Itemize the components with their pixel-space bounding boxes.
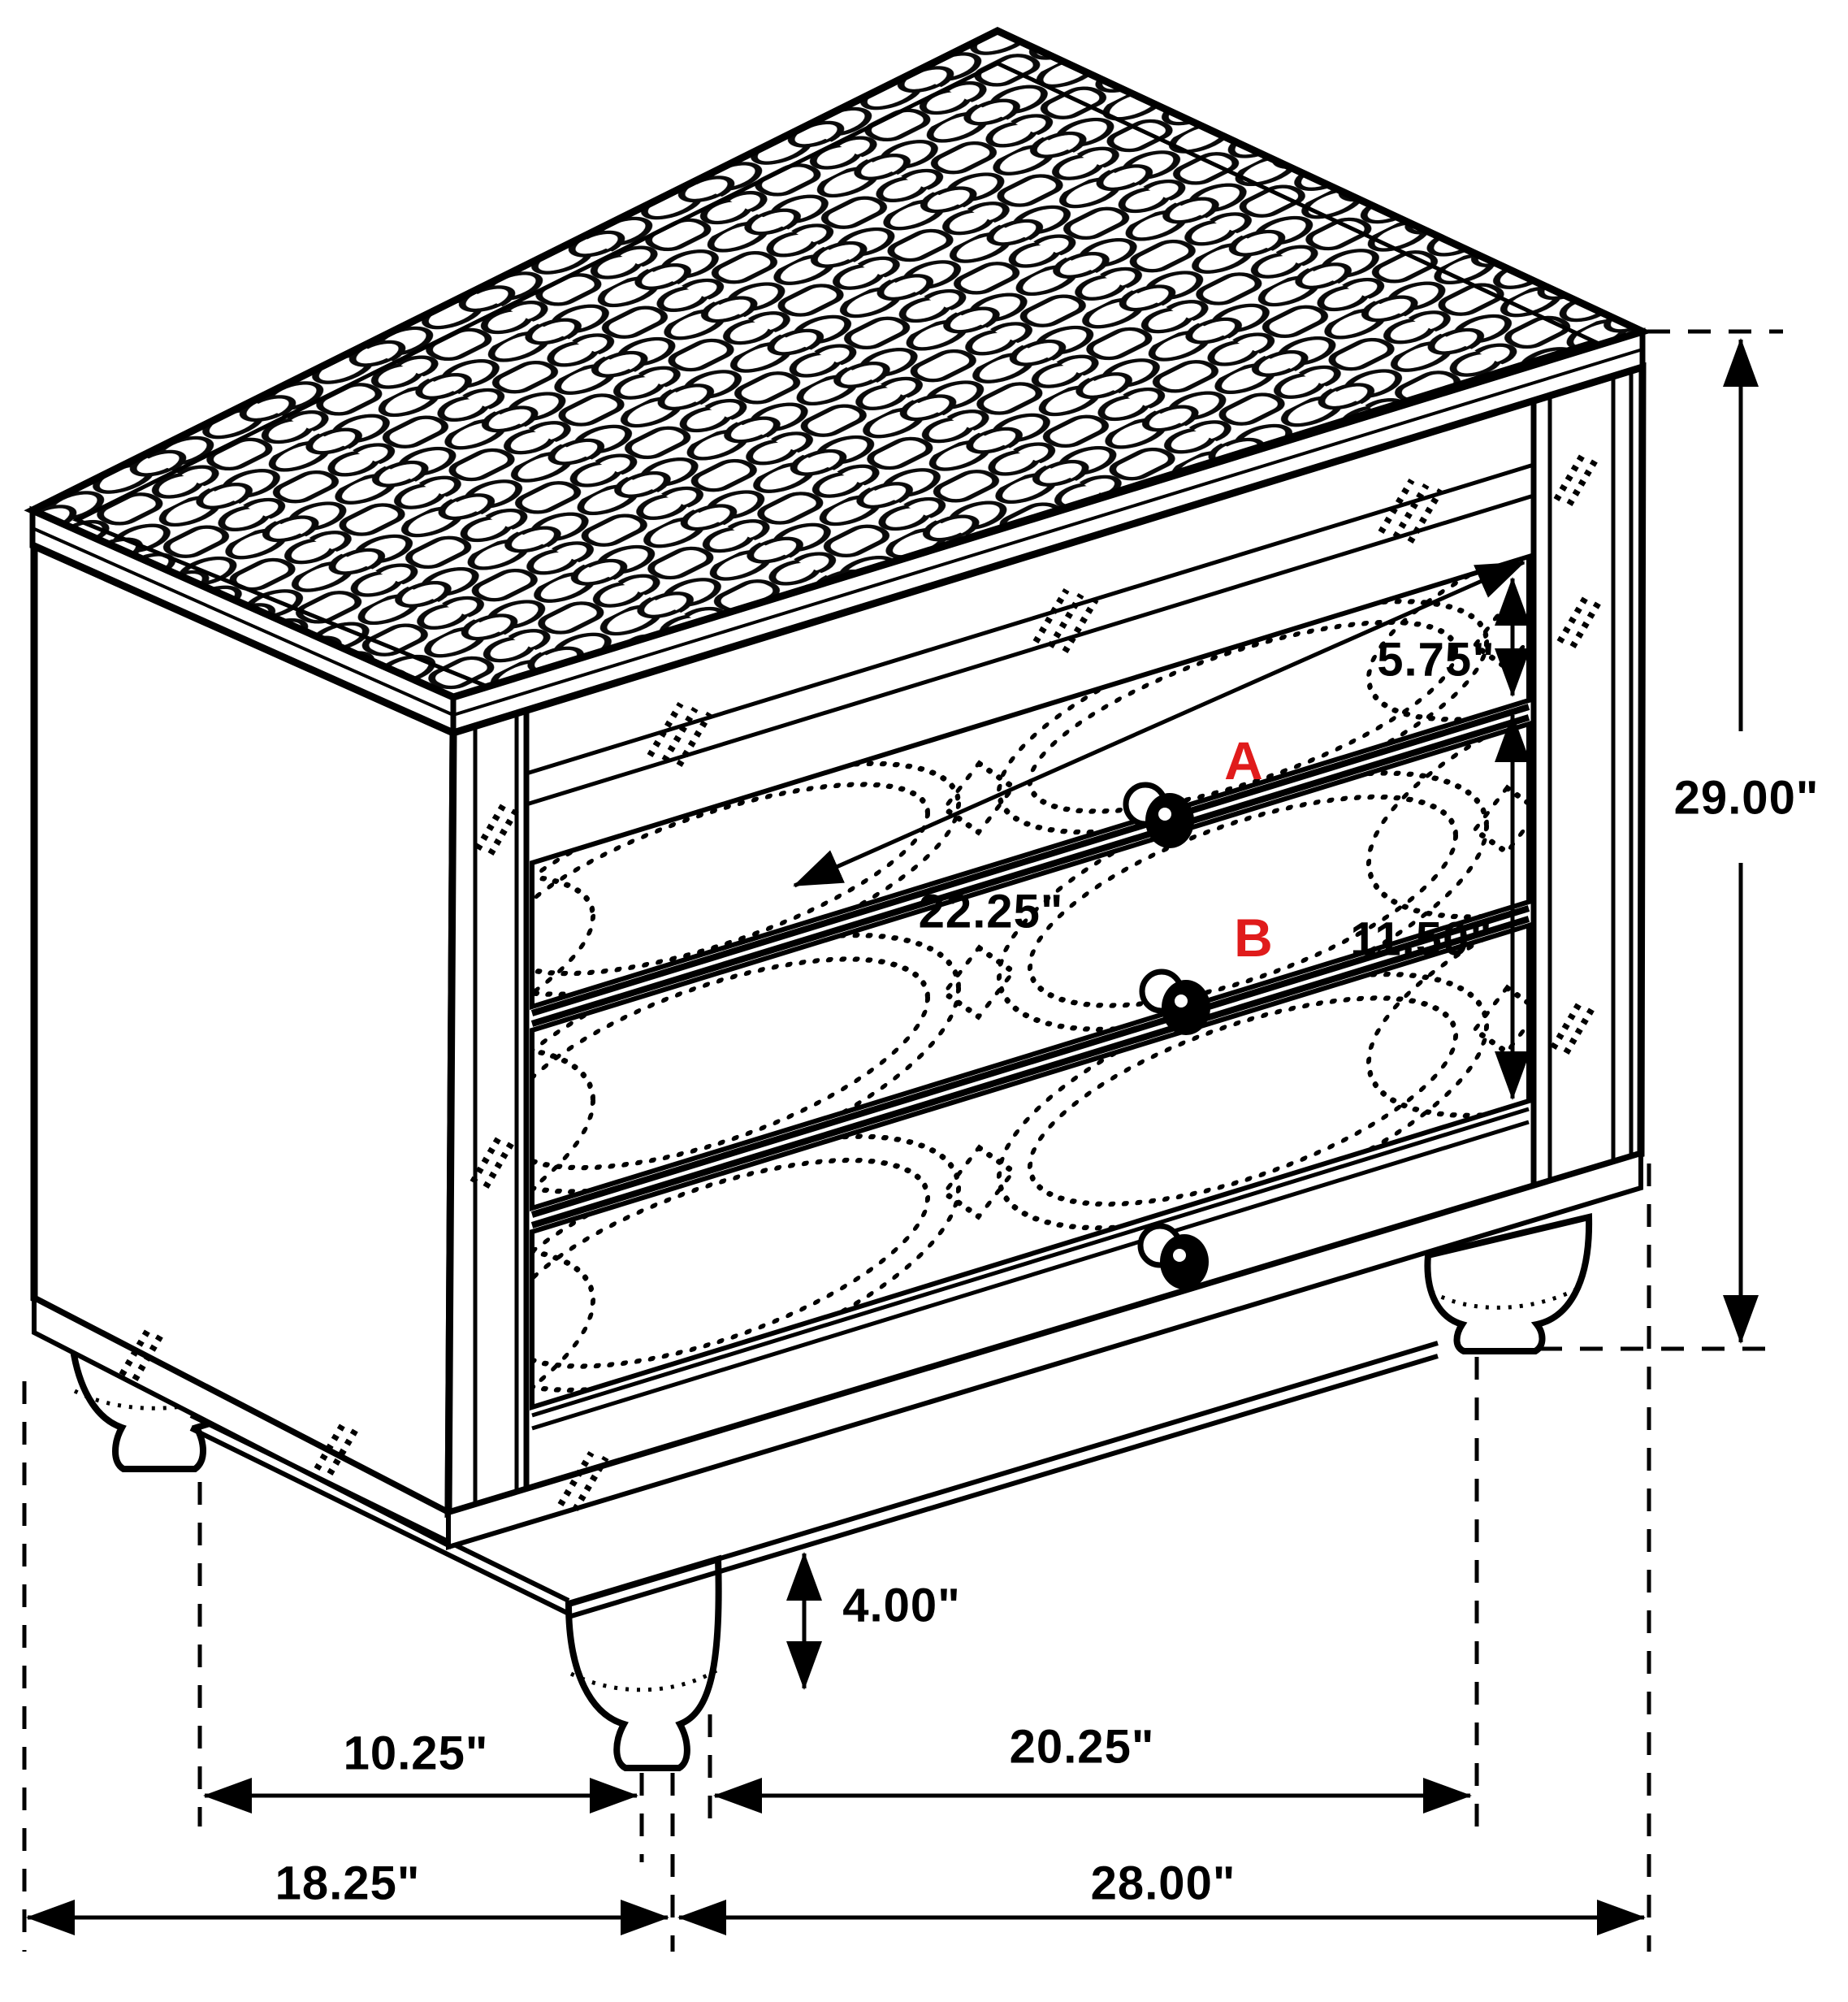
croc-top xyxy=(24,27,1653,701)
dimension-label-side-foot-spacing: 10.25" xyxy=(343,1727,489,1780)
dimension-label-overall-height: 29.00" xyxy=(1673,771,1820,825)
dimension-label-top-drawer-height: 5.75" xyxy=(1377,633,1495,687)
dim-line-drawer-width xyxy=(793,560,1526,888)
dimension-label-foot-height: 4.00" xyxy=(842,1579,961,1632)
drawer-3 xyxy=(530,921,1531,1411)
drawer-marker-b: B xyxy=(1234,908,1273,968)
front-base-rail xyxy=(446,1150,1643,1551)
foot-front-right xyxy=(1424,1212,1593,1354)
knob-drawer-3 xyxy=(1137,1223,1209,1289)
knob-drawer-2 xyxy=(1139,968,1210,1035)
drawer-marker-a: A xyxy=(1224,730,1263,791)
dimension-label-front-foot-spacing: 20.25" xyxy=(1009,1720,1155,1774)
dimension-label-drawer-width: 22.25" xyxy=(918,885,1064,938)
foot-front-left xyxy=(565,1554,722,1771)
dimension-annotations xyxy=(22,329,1783,1952)
dimension-label-overall-width: 28.00" xyxy=(1090,1857,1236,1910)
dimension-label-lower-drawers-height: 11.50" xyxy=(1350,912,1493,966)
reference-dashed-lines xyxy=(22,329,1783,1952)
mirror-hatch-marks xyxy=(119,450,1603,1512)
dimension-label-overall-depth: 18.25" xyxy=(275,1857,421,1910)
front-apron xyxy=(568,1341,1439,1606)
cabinet-body xyxy=(24,27,1653,1619)
mirror-trim-stiles xyxy=(473,370,1634,1503)
